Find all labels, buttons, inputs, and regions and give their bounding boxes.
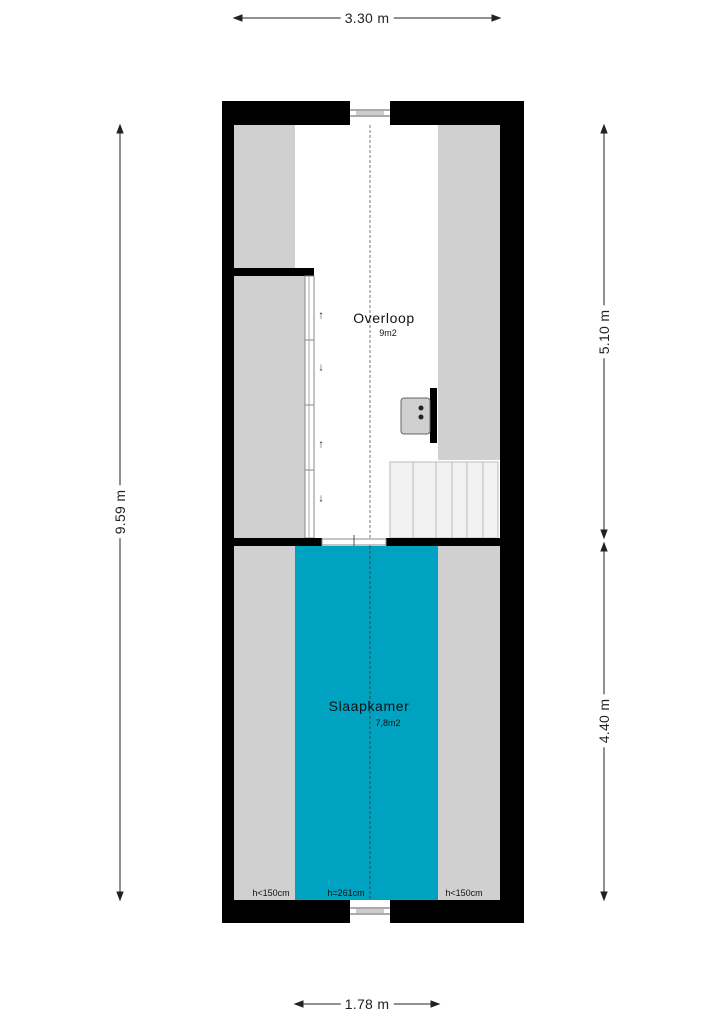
dim-bottom-width: 1.78 m [340, 996, 394, 1012]
closet-top-wall [234, 268, 314, 276]
boiler-icon [400, 388, 437, 443]
room-name-overloop: Overloop [353, 310, 415, 326]
dividing-wall-right [386, 538, 500, 546]
down-arrow-icon: ↓ [318, 492, 324, 505]
low-ceiling-lower-left [234, 546, 295, 900]
dim-line-bottom [293, 1000, 441, 1008]
dim-total-height: 9.59 m [112, 485, 128, 539]
bedroom-full-height-area [295, 546, 438, 900]
down-arrow-icon: ↓ [318, 361, 324, 374]
top-window [350, 101, 390, 125]
height-label-center: h=261cm [327, 888, 365, 898]
dim-lower-height: 4.40 m [596, 694, 612, 748]
dim-top-width: 3.30 m [340, 10, 394, 26]
dividing-wall-left [234, 538, 322, 546]
height-label-right: h<150cm [445, 888, 483, 898]
low-ceiling-lower-right [438, 546, 500, 900]
up-arrow-icon: ↑ [318, 438, 324, 451]
dim-upper-height: 5.10 m [596, 305, 612, 359]
height-label-left: h<150cm [252, 888, 290, 898]
room-area-slaapkamer: 7,8m2 [375, 718, 401, 728]
up-arrow-icon: ↑ [318, 309, 324, 322]
closet-area [234, 276, 305, 538]
room-area-overloop: 9m2 [379, 328, 397, 338]
room-name-slaapkamer: Slaapkamer [328, 698, 410, 714]
low-ceiling-upper-right [438, 125, 500, 460]
low-ceiling-upper-left [234, 125, 295, 268]
staircase [389, 461, 499, 539]
